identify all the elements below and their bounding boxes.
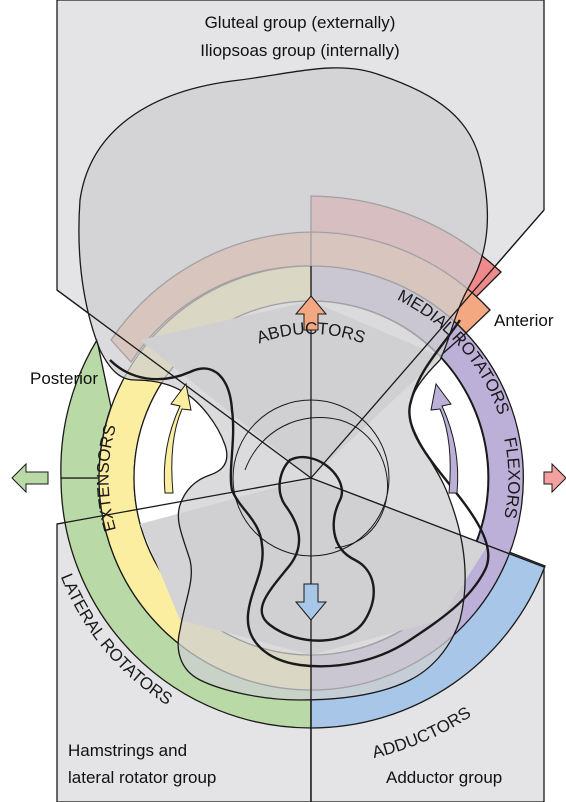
posterior-label: Posterior bbox=[30, 369, 98, 388]
bottom-right-label: Adductor group bbox=[386, 768, 502, 787]
top-region-label-line2: Iliopsoas group (internally) bbox=[200, 41, 399, 60]
femur-shaft-contour bbox=[260, 455, 375, 642]
extension-arrow bbox=[163, 382, 192, 494]
bottom-left-label-line2: lateral rotator group bbox=[68, 768, 216, 787]
posterior-arrow-icon bbox=[11, 462, 49, 494]
adduction-arrow bbox=[294, 583, 328, 621]
flexion-arrow bbox=[430, 382, 459, 494]
top-region-label-line1: Gluteal group (externally) bbox=[205, 13, 396, 32]
abduction-arrow bbox=[294, 295, 328, 331]
bottom-left-label-line1: Hamstrings and bbox=[68, 741, 187, 760]
anterior-arrow-icon bbox=[543, 462, 566, 494]
femur-contour bbox=[109, 319, 490, 668]
anterior-label: Anterior bbox=[494, 311, 554, 330]
acetabulum-line bbox=[244, 416, 389, 549]
pelvis-outline bbox=[78, 67, 489, 701]
